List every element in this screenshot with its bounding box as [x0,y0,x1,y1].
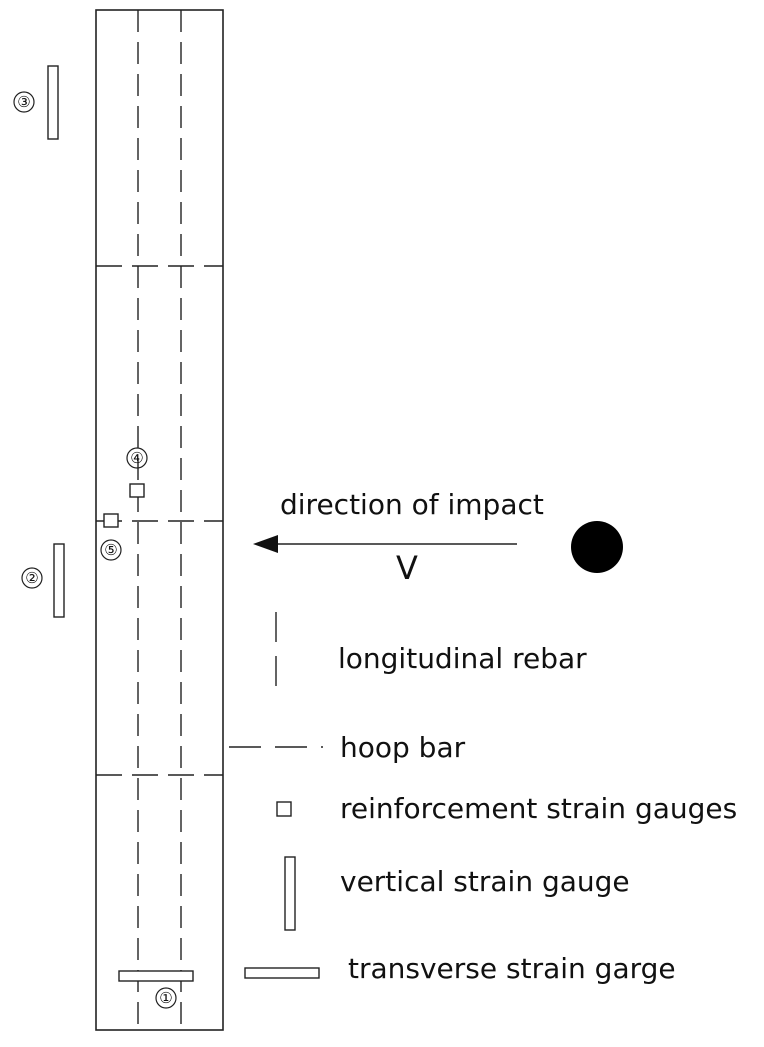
marker-3-label: ③ [17,93,30,111]
impactor-ball [571,521,623,573]
marker-4-label: ④ [130,449,143,467]
legend-transverse-gauge-symbol [244,967,320,979]
legend-longitudinal-rebar-label: longitudinal rebar [338,642,587,675]
gauge-3: ③ [13,65,59,140]
legend-hoop-bar-label: hoop bar [340,731,466,764]
vertical-strain-gauge-2 [53,543,65,618]
impact-direction-label: direction of impact [280,488,544,521]
legend-vertical-gauge-symbol [284,856,296,931]
marker-5-circle [100,539,122,561]
marker-4-circle [126,447,148,469]
marker-2-circle [21,567,43,589]
marker-1-label: ① [159,989,172,1007]
longitudinal-rebars [137,10,182,1030]
transverse-strain-gauge-1 [118,970,194,982]
legend-transverse-gauge-label: transverse strain garge [348,952,676,985]
gauge-1: ① [118,970,194,1009]
marker-1-circle [155,987,177,1009]
reinforcement-strain-gauge-5 [103,513,119,528]
reinforcement-strain-gauge-4 [129,483,145,498]
marker-2-label: ② [25,569,38,587]
column-outline [95,9,224,1031]
impact-group: direction of impact V [253,488,623,587]
legend-vertical-gauge-label: vertical strain gauge [340,865,630,898]
impact-arrowhead [253,535,278,553]
marker-3-circle [13,91,35,113]
marker-5-label: ⑤ [104,541,117,559]
gauge-4: ④ [126,447,148,498]
legend-reinforcement-gauge-label: reinforcement strain gauges [340,792,737,825]
vertical-strain-gauge-3 [47,65,59,140]
impact-velocity-label: V [396,549,418,587]
legend: longitudinal rebar hoop bar reinforcemen… [229,612,737,985]
legend-reinforcement-gauge-symbol [276,801,292,817]
gauge-5: ⑤ [100,513,122,561]
gauge-2: ② [21,543,65,618]
